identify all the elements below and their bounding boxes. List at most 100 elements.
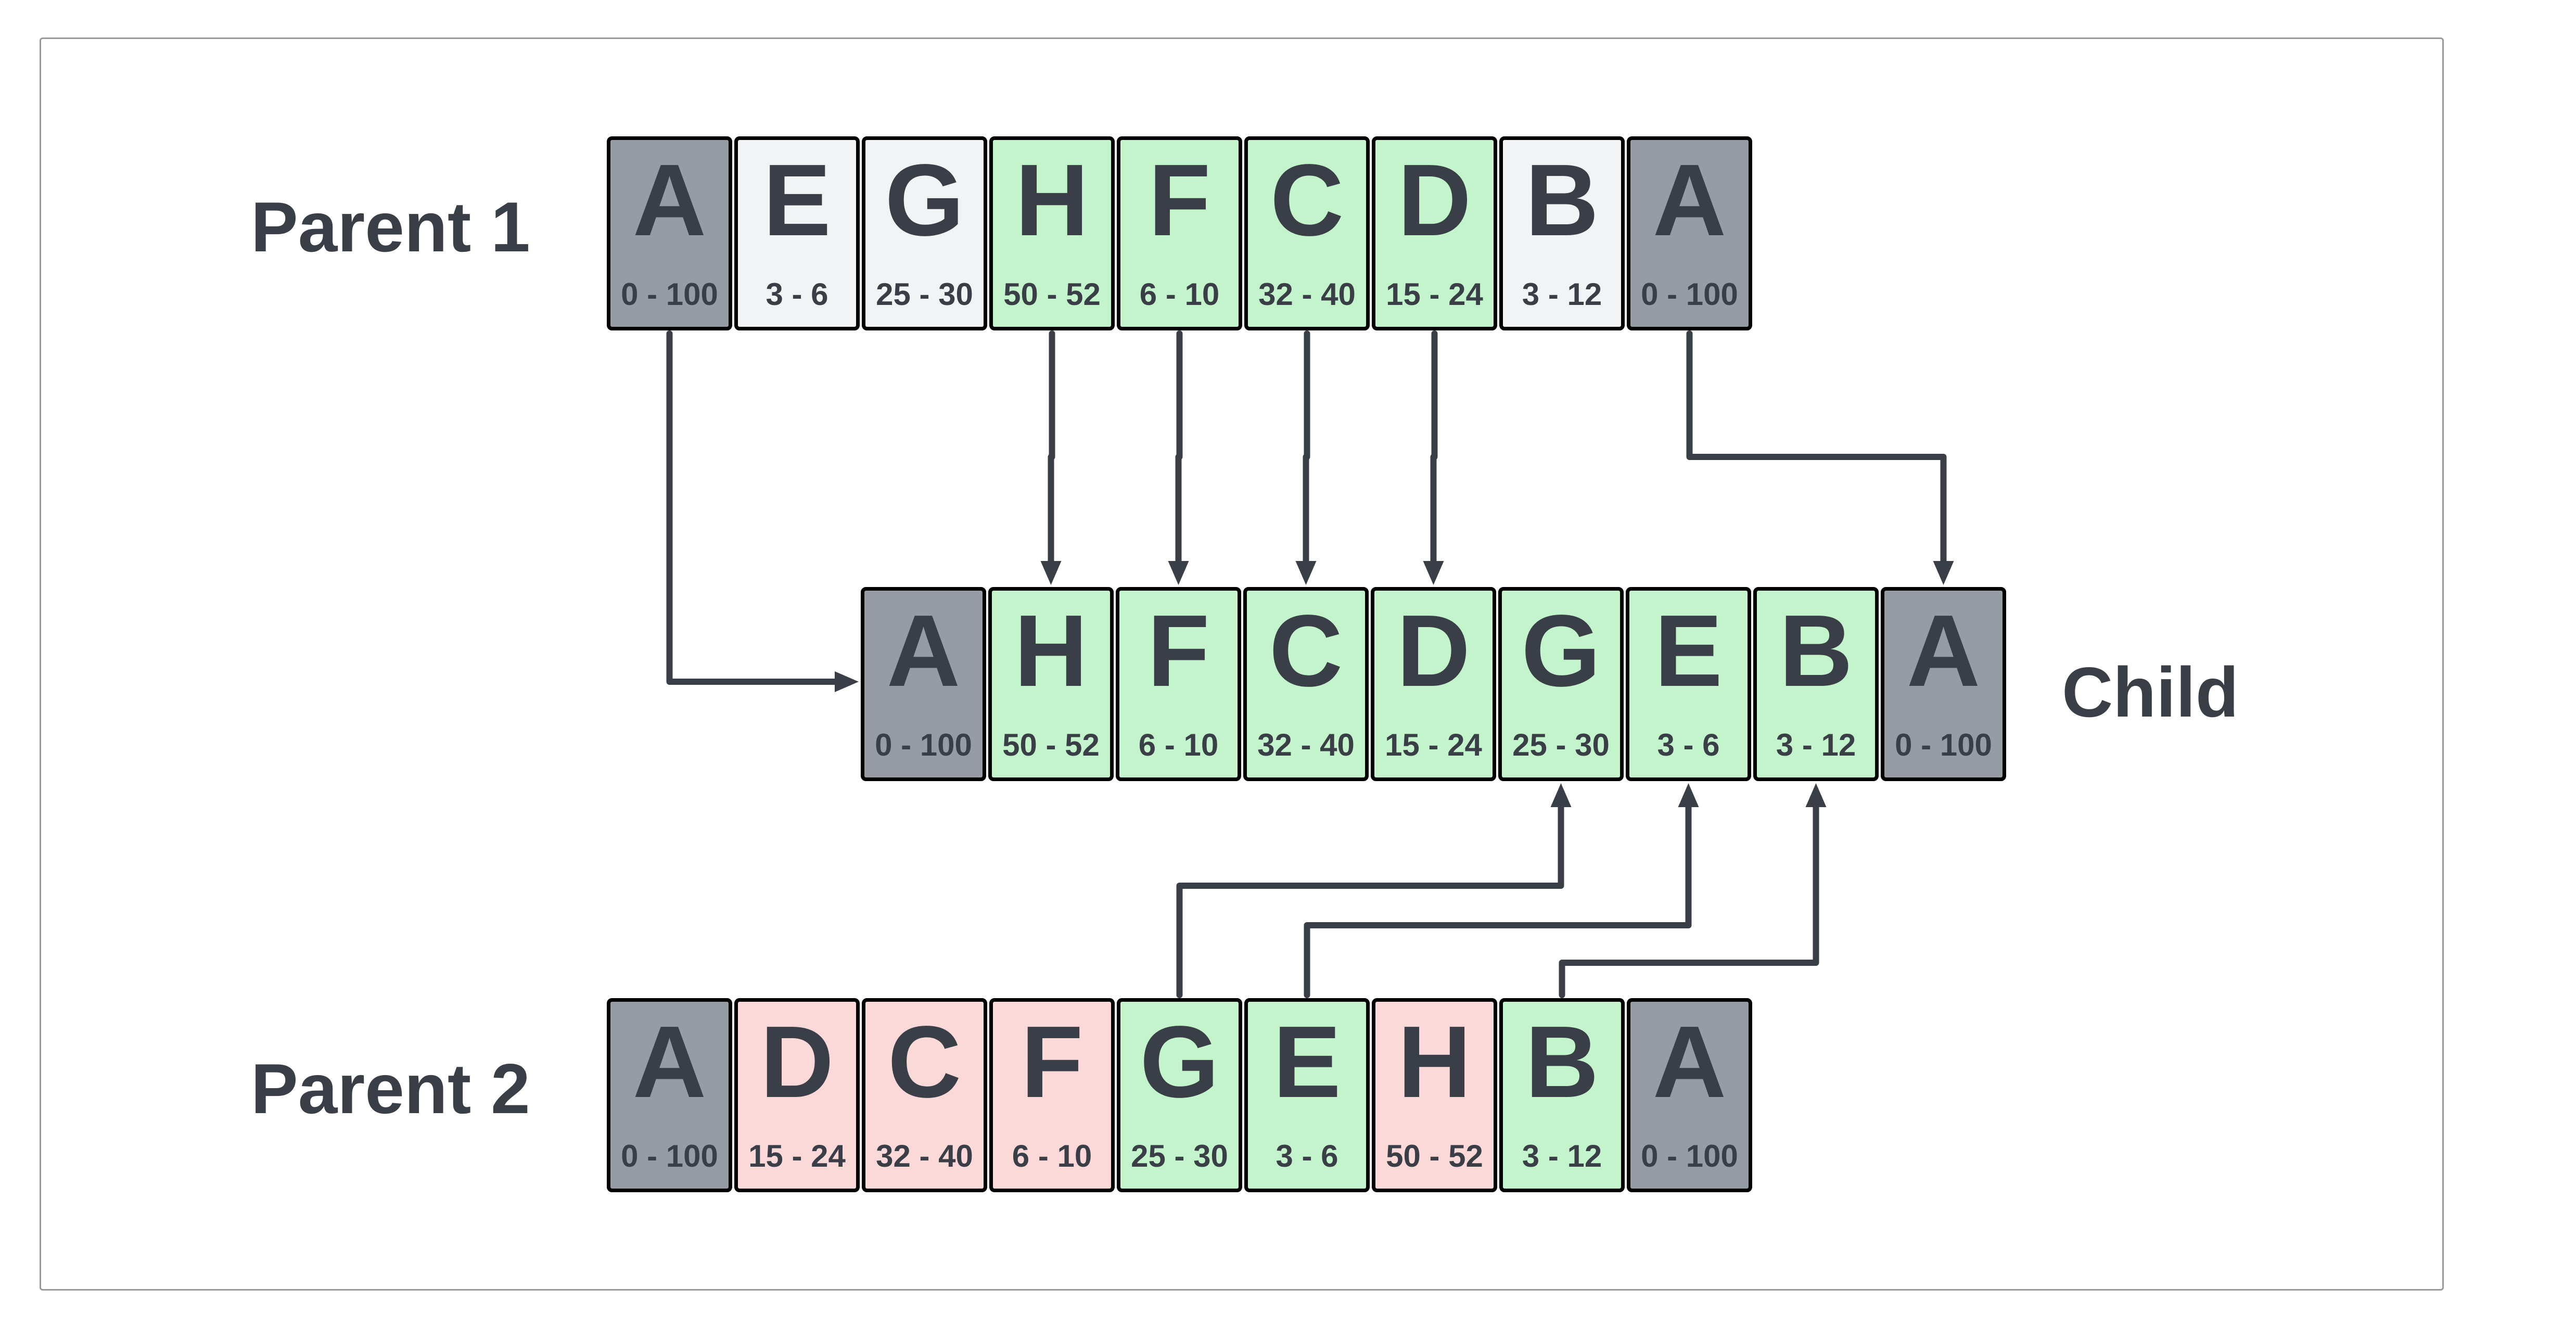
gene-letter: C [1270,143,1344,257]
gene-range: 0 - 100 [875,728,972,762]
connector-line [1430,330,1438,567]
parent1-gene-cell: A 0 - 100 [1627,136,1752,330]
arrowhead-icon [1040,561,1062,585]
parent1-gene-cell: E 3 - 6 [734,136,860,330]
gene-range: 50 - 52 [1003,277,1101,312]
gene-letter: D [1397,143,1472,257]
gene-letter: F [1148,143,1211,257]
gene-letter: H [1015,143,1089,257]
gene-range: 3 - 12 [1522,1139,1602,1173]
parent2-label: Parent 2 [251,1049,530,1128]
gene-range: 0 - 100 [621,277,718,312]
gene-letter: F [1147,594,1210,708]
gene-range: 3 - 6 [1657,728,1720,762]
gene-letter: A [1652,143,1727,257]
gene-range: 50 - 52 [1386,1139,1483,1173]
parent1-gene-cell: F 6 - 10 [1117,136,1242,330]
child-gene-cell: A 0 - 100 [1881,587,2006,781]
gene-letter: G [1140,1005,1219,1119]
child-gene-cell: H 50 - 52 [988,587,1114,781]
connector-line [1559,801,1819,998]
gene-letter: F [1021,1005,1083,1119]
connector-line [1048,330,1055,567]
arrowhead-icon [1423,561,1444,585]
gene-letter: E [763,143,831,257]
gene-range: 25 - 30 [1131,1139,1228,1173]
arrowhead-icon [1805,783,1827,807]
gene-range: 25 - 30 [876,277,973,312]
gene-range: 6 - 10 [1139,277,1220,312]
child-label: Child [2062,653,2239,732]
gene-letter: A [632,143,707,257]
arrowhead-icon [1678,783,1699,807]
gene-letter: C [1269,594,1343,708]
parent1-gene-cell: C 32 - 40 [1244,136,1370,330]
parent2-gene-cell: G 25 - 30 [1117,998,1242,1192]
gene-letter: G [885,143,964,257]
gene-letter: B [1525,143,1599,257]
arrowhead-icon [1550,783,1572,807]
gene-range: 3 - 12 [1776,728,1856,762]
gene-letter: H [1397,1005,1472,1119]
gene-letter: A [632,1005,707,1119]
child-gene-cell: C 32 - 40 [1243,587,1369,781]
gene-range: 6 - 10 [1138,728,1219,762]
arrowhead-icon [1933,561,1954,585]
parent1-label: Parent 1 [251,187,530,266]
parent2-gene-cell: F 6 - 10 [989,998,1115,1192]
child-gene-cell: G 25 - 30 [1498,587,1624,781]
connector-line [1176,801,1564,998]
gene-range: 15 - 24 [1385,728,1482,762]
arrowhead-icon [835,671,859,692]
gene-range: 32 - 40 [1257,728,1355,762]
parent2-gene-cell: H 50 - 52 [1372,998,1497,1192]
gene-range: 32 - 40 [1258,277,1356,312]
gene-letter: A [1652,1005,1727,1119]
parent2-gene-cell: A 0 - 100 [1627,998,1752,1192]
gene-letter: E [1654,594,1723,708]
gene-range: 3 - 6 [1276,1139,1338,1173]
gene-range: 0 - 100 [1641,1139,1738,1173]
gene-letter: E [1273,1005,1341,1119]
child-gene-cell: F 6 - 10 [1116,587,1241,781]
connector-line [1686,330,1947,567]
connector-line [1175,330,1183,567]
arrowhead-icon [1168,561,1189,585]
child-gene-cell: A 0 - 100 [861,587,986,781]
parent2-gene-cell: C 32 - 40 [862,998,987,1192]
gene-range: 15 - 24 [1386,277,1483,312]
gene-range: 32 - 40 [876,1139,973,1173]
gene-letter: G [1521,594,1601,708]
gene-letter: C [887,1005,962,1119]
gene-range: 50 - 52 [1002,728,1100,762]
gene-range: 6 - 10 [1012,1139,1092,1173]
parent1-gene-cell: D 15 - 24 [1372,136,1497,330]
parent1-gene-cell: A 0 - 100 [607,136,732,330]
gene-letter: B [1779,594,1853,708]
parent1-gene-cell: B 3 - 12 [1499,136,1625,330]
gene-range: 3 - 6 [766,277,828,312]
connector-line [666,330,841,685]
connector-line [1304,801,1692,998]
parent2-gene-cell: E 3 - 6 [1244,998,1370,1192]
gene-letter: H [1014,594,1088,708]
child-gene-cell: D 15 - 24 [1371,587,1496,781]
parent2-gene-cell: D 15 - 24 [734,998,860,1192]
gene-letter: A [886,594,961,708]
gene-letter: A [1906,594,1981,708]
child-gene-cell: E 3 - 6 [1626,587,1751,781]
parent1-gene-cell: H 50 - 52 [989,136,1115,330]
gene-range: 15 - 24 [748,1139,846,1173]
gene-letter: D [1396,594,1471,708]
gene-range: 25 - 30 [1512,728,1610,762]
gene-range: 0 - 100 [1641,277,1738,312]
gene-range: 0 - 100 [1895,728,1992,762]
parent1-gene-cell: G 25 - 30 [862,136,987,330]
child-gene-cell: B 3 - 12 [1753,587,1879,781]
gene-letter: D [760,1005,834,1119]
gene-range: 3 - 12 [1522,277,1602,312]
